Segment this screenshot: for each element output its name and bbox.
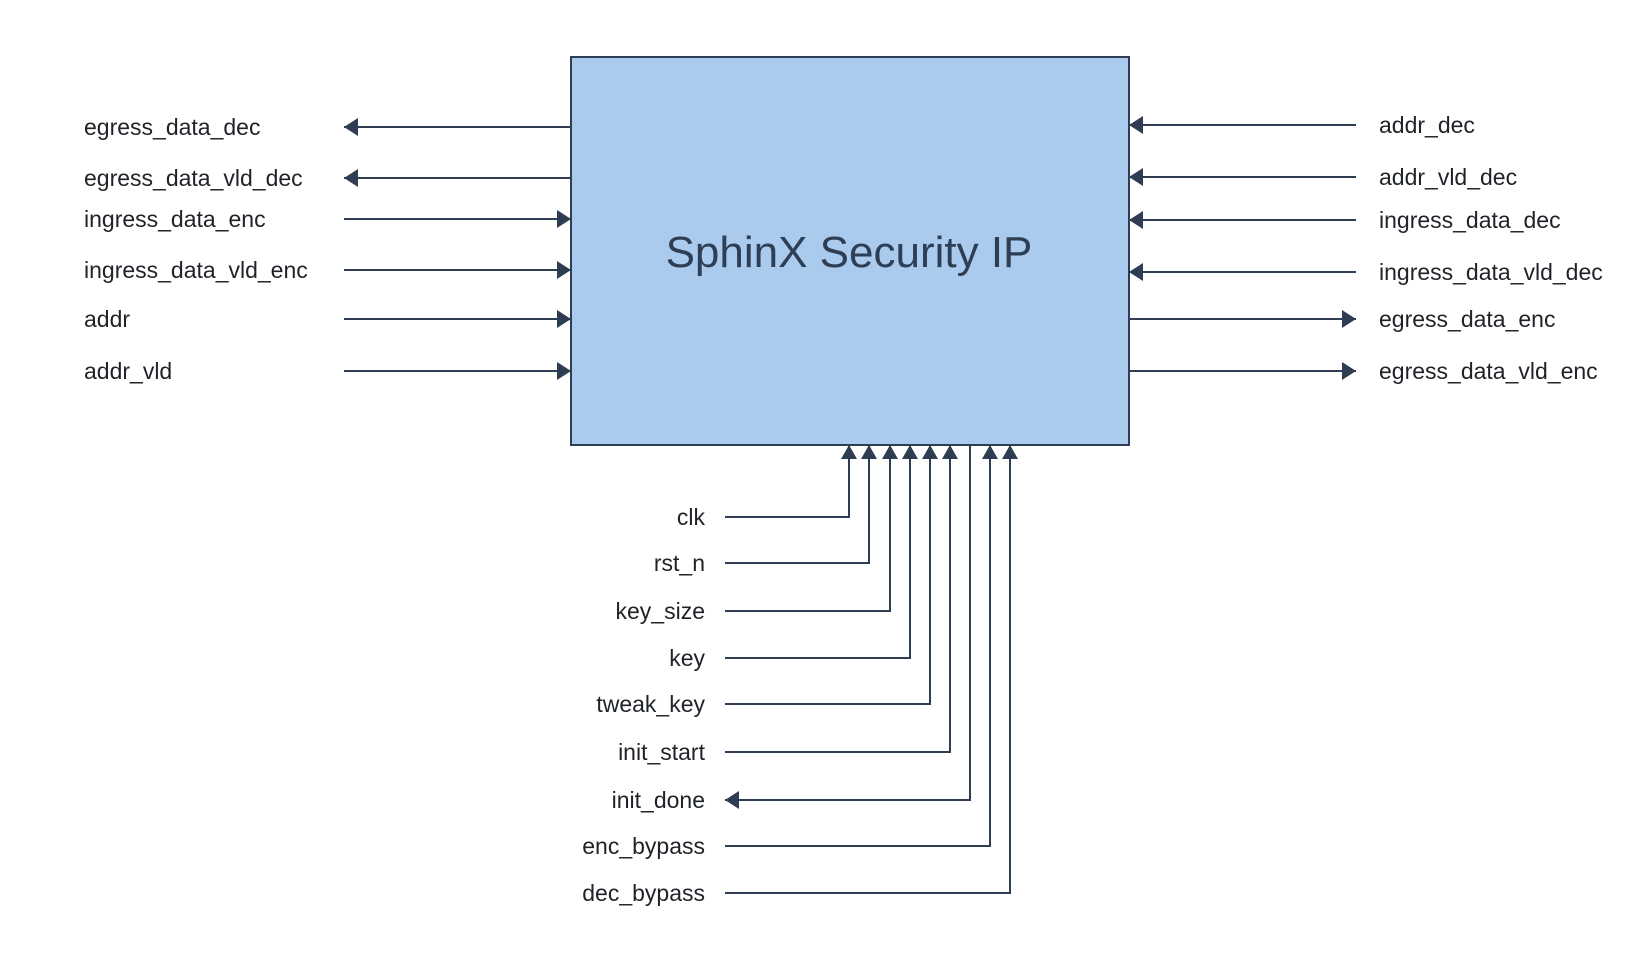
port-label-key: key — [669, 645, 705, 671]
port-label-ingress-data-enc: ingress_data_enc — [84, 206, 266, 232]
port-label-key-size: key_size — [616, 598, 705, 624]
wire-dec-bypass — [725, 445, 1011, 894]
arrow-up-icon — [861, 445, 877, 459]
arrow-up-icon — [902, 445, 918, 459]
arrow-right-icon — [557, 362, 571, 380]
port-label-addr-vld-dec: addr_vld_dec — [1379, 164, 1517, 190]
ports-layer: egress_data_dec egress_data_vld_decingres… — [84, 112, 1603, 906]
arrow-left-icon — [344, 169, 358, 187]
arrow-up-icon — [982, 445, 998, 459]
port-label-egress-data-dec: egress_data_dec — [84, 114, 260, 140]
arrow-left-icon — [1129, 168, 1143, 186]
block-title: SphinX Security IP — [666, 228, 1033, 277]
arrow-left-icon — [1129, 116, 1143, 134]
port-label-tweak-key: tweak_key — [596, 691, 705, 717]
port-label-addr-dec: addr_dec — [1379, 112, 1475, 138]
port-label-ingress-data-vld-dec: ingress_data_vld_dec — [1379, 259, 1603, 285]
wire-key — [725, 445, 911, 659]
port-label-ingress-data-vld-enc: ingress_data_vld_enc — [84, 257, 308, 283]
port-label-egress-data-vld-dec: egress_data_vld_dec — [84, 165, 303, 191]
port-label-addr: addr — [84, 306, 130, 332]
arrow-up-icon — [841, 445, 857, 459]
wire-clk — [725, 445, 850, 518]
port-label-init-start: init_start — [618, 739, 706, 765]
wire-enc-bypass — [725, 445, 991, 847]
arrow-right-icon — [557, 261, 571, 279]
arrow-right-icon — [1342, 362, 1356, 380]
port-label-enc-bypass: enc_bypass — [582, 833, 705, 859]
arrow-up-icon — [1002, 445, 1018, 459]
wire-init-start — [725, 445, 951, 753]
wire-init-done — [725, 445, 971, 801]
arrow-up-icon — [882, 445, 898, 459]
arrow-right-icon — [1342, 310, 1356, 328]
port-label-egress-data-enc: egress_data_enc — [1379, 306, 1555, 332]
arrow-left-icon — [344, 118, 358, 136]
arrow-right-icon — [557, 310, 571, 328]
port-label-clk: clk — [677, 504, 706, 530]
port-label-dec-bypass: dec_bypass — [582, 880, 705, 906]
port-label-ingress-data-dec: ingress_data_dec — [1379, 207, 1561, 233]
wire-rst-n — [725, 445, 870, 564]
arrow-up-icon — [922, 445, 938, 459]
port-label-addr-vld: addr_vld — [84, 358, 172, 384]
arrow-right-icon — [557, 210, 571, 228]
wire-key-size — [725, 445, 891, 612]
sphinx-security-ip-block — [570, 56, 1130, 446]
wire-tweak-key — [725, 445, 931, 705]
arrow-left-icon — [725, 791, 739, 809]
arrow-up-icon — [942, 445, 958, 459]
port-label-rst-n: rst_n — [654, 550, 705, 576]
port-label-egress-data-vld-enc: egress_data_vld_enc — [1379, 358, 1598, 384]
arrow-left-icon — [1129, 263, 1143, 281]
arrow-left-icon — [1129, 211, 1143, 229]
port-label-init-done: init_done — [612, 787, 705, 813]
